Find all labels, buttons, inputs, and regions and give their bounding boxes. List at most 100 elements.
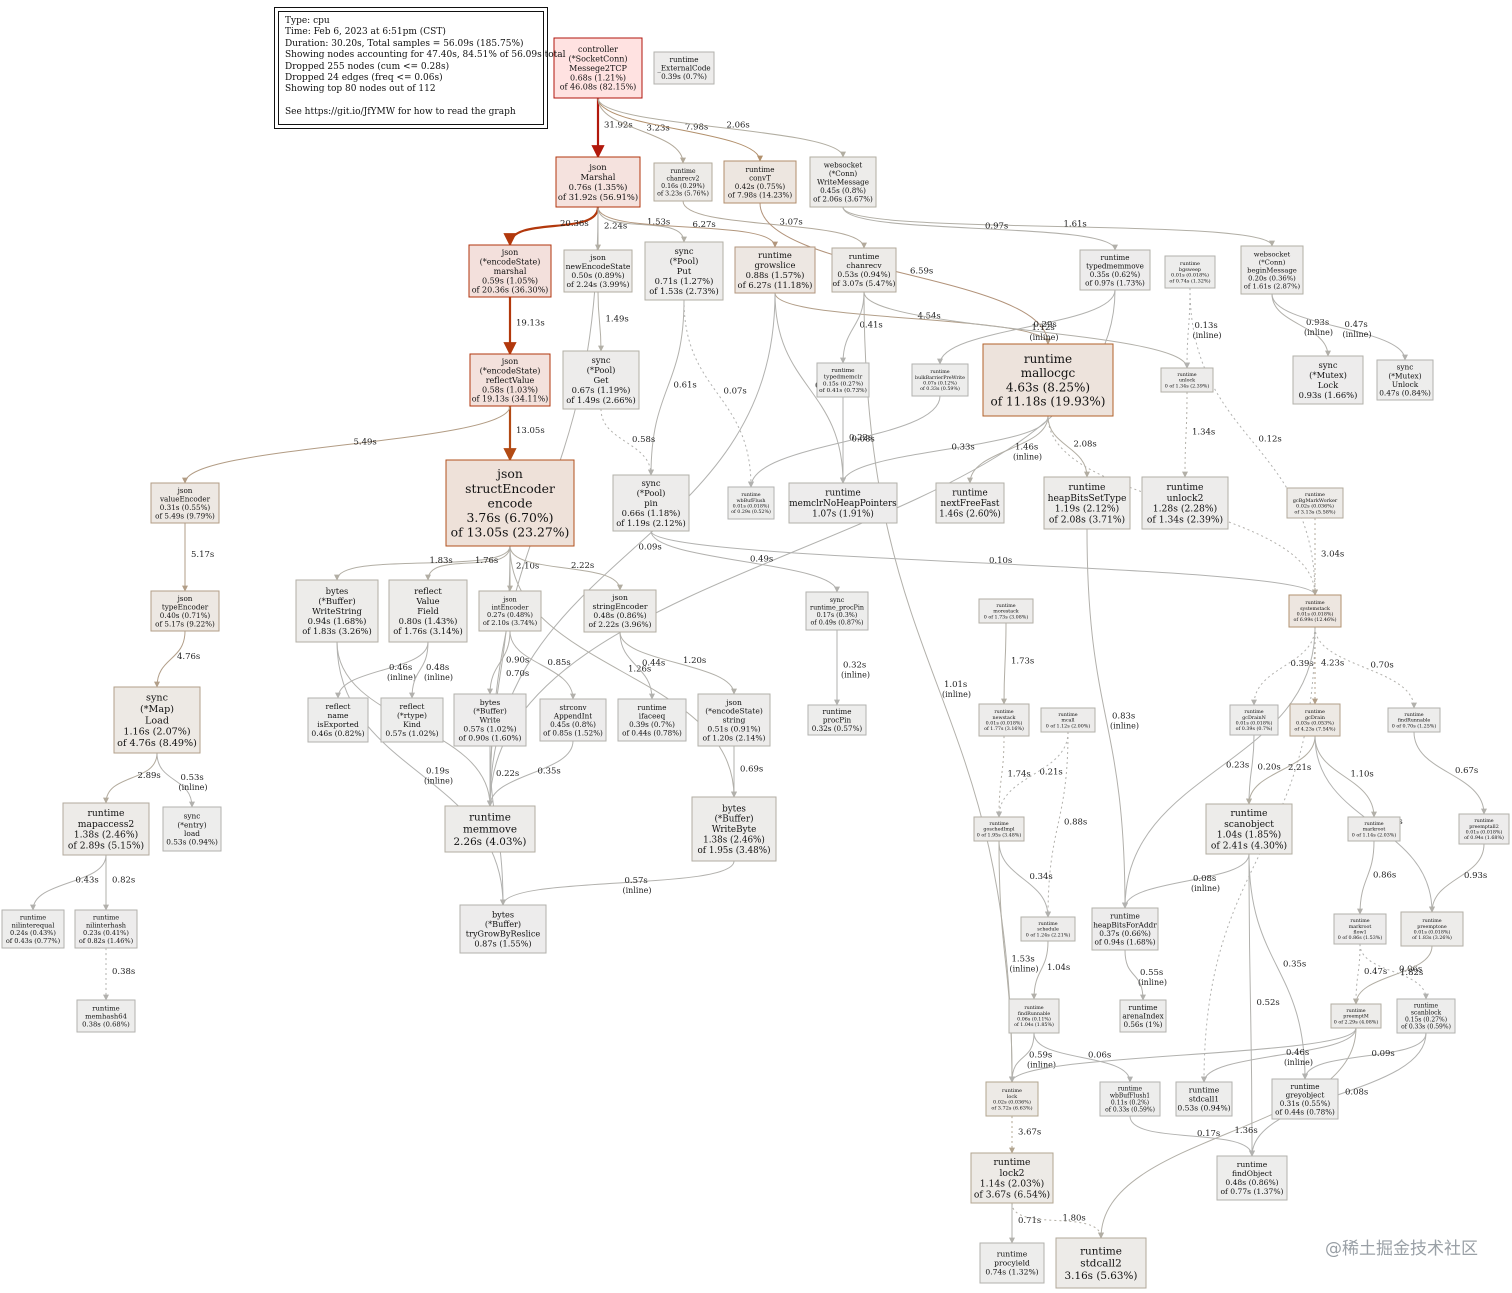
- node-label: of 0.82s (1.46%): [79, 937, 134, 945]
- edge-chanrecv-unlock: [863, 291, 1190, 369]
- node-box: [1008, 998, 1060, 1034]
- node-label: runtime: [993, 1157, 1030, 1168]
- node-label: sync: [641, 478, 660, 488]
- node-box: [612, 474, 690, 532]
- edge-label: 0.70s: [506, 669, 529, 679]
- node-box: [539, 698, 607, 742]
- edge-inline-label: (inline): [1343, 330, 1372, 339]
- edge-label: 0.47s: [1364, 967, 1387, 977]
- node-label: of 5.49s (9.79%): [155, 511, 215, 520]
- node-label: gcDrainN: [1242, 715, 1266, 721]
- node-label: of 0.44s (0.78%): [622, 728, 682, 737]
- node-label: of 1.34s (2.39%): [1147, 515, 1223, 526]
- node-label: of 0.43s (0.77%): [6, 937, 61, 945]
- edge-label: 0.61s: [674, 381, 697, 391]
- edge-gcdrainn-scanobject: [1246, 734, 1255, 805]
- node-label: growslice: [755, 260, 796, 270]
- node-box: [1387, 707, 1441, 733]
- node-label: (*entry): [177, 820, 206, 829]
- node-label: sync: [184, 812, 201, 821]
- node-label: greyobject: [1286, 1090, 1325, 1099]
- node-label: structEncoder: [465, 481, 555, 496]
- node-box: [583, 589, 657, 633]
- node-label: of 0.94s (1.68%): [1464, 834, 1504, 841]
- edge-label: 1.01s: [944, 680, 967, 690]
- edge-label: 0.08s: [1345, 1088, 1368, 1098]
- edge-label: 0.06s: [1399, 965, 1422, 975]
- node-label: of 1.19s (2.12%): [616, 518, 686, 528]
- node-label: nilinterequal: [12, 921, 55, 929]
- node-label: lock: [1007, 1094, 1018, 1100]
- edge-intencoder-bufwrite: [487, 630, 511, 695]
- edge-inline-label: (inline): [1193, 331, 1222, 340]
- node-label: bulkBarrierPreWrite: [915, 375, 965, 381]
- node-label: of 1.83s (3.26%): [1412, 934, 1452, 941]
- node-label: Marshal: [581, 172, 616, 182]
- edge-morestack-newstack: [1001, 622, 1008, 705]
- node-label: of 0.29s (0.52%): [731, 508, 771, 515]
- edge-bgsweep-unlock: [1184, 287, 1191, 369]
- edge-poolpin-systemstack: [650, 530, 1318, 596]
- edge-label: 5.49s: [354, 438, 377, 448]
- node-label: of 3.72s (6.63%): [991, 1105, 1032, 1112]
- node-box: [1119, 999, 1167, 1033]
- edge-inline-label: (inline): [387, 673, 416, 682]
- edge-label: 1.73s: [1011, 657, 1034, 667]
- node-box: [445, 459, 575, 547]
- edge-intencoder-appendint: [509, 630, 576, 700]
- edge-poolput-wbbufflush: [683, 299, 754, 488]
- node-label: convT: [749, 173, 771, 182]
- node-box: [911, 363, 969, 397]
- node-label: 0.40s (0.71%): [160, 611, 211, 620]
- node-box: [162, 806, 222, 852]
- node-label: sync: [1318, 360, 1337, 370]
- legend-line: [285, 96, 537, 107]
- node-box: [295, 579, 379, 643]
- node-box: [978, 598, 1034, 624]
- node-label: runtime: [1129, 1003, 1158, 1012]
- node-label: (*Buffer): [318, 596, 355, 606]
- node-box: [380, 697, 444, 743]
- edge-label: 1.46s: [1015, 443, 1038, 453]
- edge-label: 4.54s: [918, 312, 941, 322]
- node-label: of 0.33s (0.59%): [920, 385, 960, 392]
- node-box: [1333, 913, 1387, 945]
- node-label: 0.01s (0.018%): [1297, 611, 1334, 618]
- node-box: [978, 703, 1030, 737]
- edge-beginmsg-mutexunlock: [1271, 293, 1408, 361]
- node-label: 0 of 1.12s (2.00%): [1046, 722, 1091, 729]
- node-label: mcall: [1061, 718, 1075, 724]
- edge-bulkbarrier-wbbufflush: [748, 395, 941, 488]
- node-label: 1.19s (2.12%): [1055, 504, 1119, 515]
- node-label: of 7.98s (14.23%): [728, 190, 792, 199]
- node-box: [982, 343, 1114, 417]
- node-label: lock2: [999, 1168, 1024, 1179]
- legend-line: Dropped 255 nodes (cum <= 0.28s): [285, 61, 450, 72]
- node-label: Kind: [403, 720, 421, 729]
- node-label: runtime: [1305, 709, 1325, 715]
- legend-line: Dropped 24 edges (freq <= 0.06s): [285, 73, 443, 84]
- node-box: [644, 241, 724, 301]
- node-label: 0.66s (1.18%): [622, 508, 681, 518]
- node-box: [1020, 916, 1076, 942]
- edge-label: 6.27s: [693, 220, 716, 230]
- node-label: runtime_procPin: [810, 603, 864, 611]
- node-label: of 5.17s (9.22%): [155, 619, 215, 628]
- edge-label: 0.70s: [1371, 661, 1394, 671]
- node-label: bytes: [492, 909, 514, 919]
